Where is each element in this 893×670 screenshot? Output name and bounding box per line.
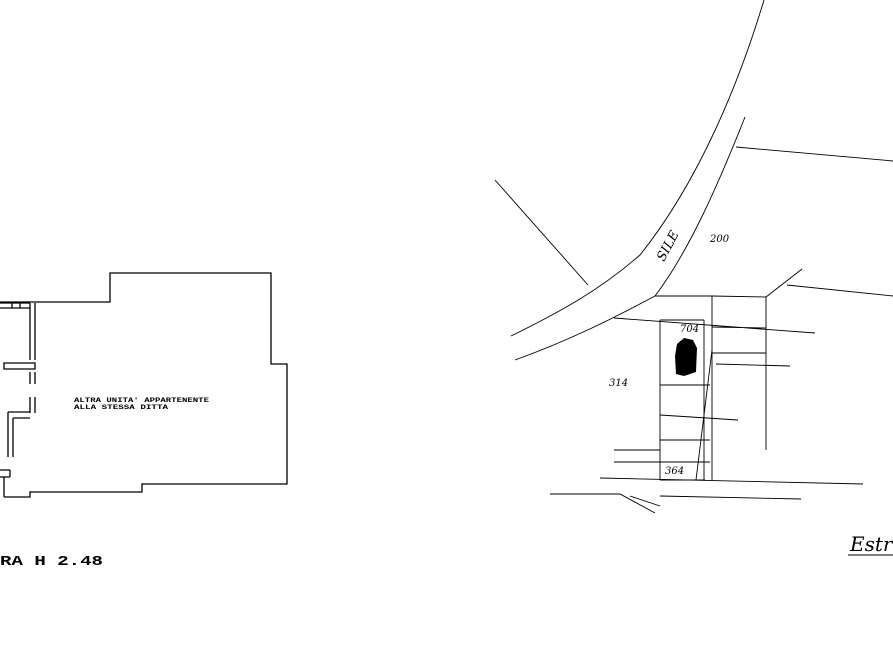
site-map: SILE 200 704 314 364 Estr [494,0,893,556]
parcel-label-704: 704 [680,324,699,335]
scale-label-estr: Estr [849,532,893,556]
parcel-label-314: 314 [609,378,628,389]
boundary-diagonal-nw [494,179,589,286]
floor-plan-outline [0,272,288,498]
left-wall [29,303,36,413]
parcel-label-364: 364 [665,466,684,477]
parcel-label-200: 200 [709,234,730,245]
floor-plan-note-line2: ALLA STESSA DITTA [74,404,168,411]
boundary-parcel-200-bottom [655,268,893,298]
floor-plan-caption: RA H 2.48 [0,554,103,570]
parcel-block-outline [659,296,767,480]
boundary-parcel-200-top [735,146,893,162]
building-footprint [675,338,697,376]
partition-stub-2 [7,411,30,457]
bottom-road-lines [550,477,864,514]
floor-plan: ALTRA UNITA' APPARTENENTE ALLA STESSA DI… [0,272,288,570]
floor-plan-note-line1: ALTRA UNITA' APPARTENENTE [74,397,209,404]
parcel-inner-diagonal [695,349,713,481]
partition-stub-1 [3,362,36,370]
road-edge-upper [510,0,765,337]
parcel-cross-lines [613,317,816,481]
left-opening-top [0,302,30,309]
left-opening-bottom [0,469,11,478]
road-label-sile: SILE [654,228,683,264]
